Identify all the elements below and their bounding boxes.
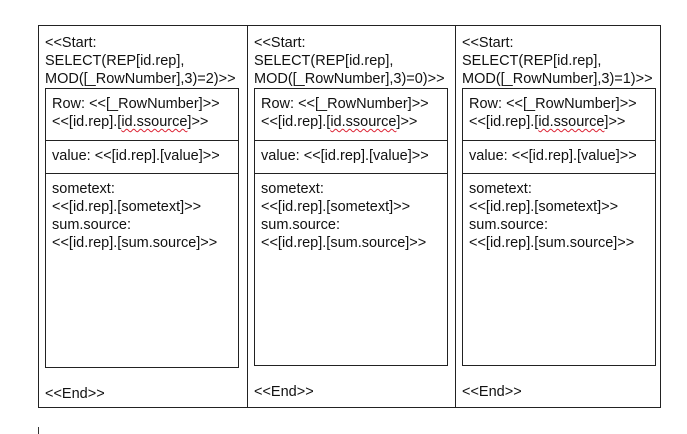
sum-source-value: <<[id.rep].[sum.source]>>: [52, 235, 218, 251]
id-ssource-suffix: ]>>: [396, 114, 418, 130]
id-ssource-text: <<[id.rep].[id.ssource]>>: [261, 113, 441, 131]
row-number-cell[interactable]: Row: <<[_RowNumber]>> <<[id.rep].[id.sso…: [46, 89, 238, 140]
row-number-text: Row: <<[_RowNumber]>>: [261, 96, 429, 112]
id-ssource-suffix: ]>>: [604, 114, 626, 130]
mod-condition-line: MOD([_RowNumber],3)=0)>>: [254, 71, 445, 87]
sometext-cell[interactable]: sometext: <<[id.rep].[sometext]>> sum.so…: [463, 173, 655, 365]
sometext-value: <<[id.rep].[sometext]>>: [52, 199, 202, 215]
row-number-text: Row: <<[_RowNumber]>>: [52, 96, 220, 112]
spellcheck-flagged-word[interactable]: id.ssource: [121, 114, 188, 130]
end-tag[interactable]: <<End>>: [45, 386, 105, 402]
id-ssource-suffix: ]>>: [187, 114, 209, 130]
text-cursor: [38, 427, 39, 434]
select-expression-line: SELECT(REP[id.rep],: [45, 53, 185, 69]
start-tag-block[interactable]: <<Start: SELECT(REP[id.rep], MOD([_RowNu…: [462, 34, 653, 88]
sum-source-value: <<[id.rep].[sum.source]>>: [261, 235, 427, 251]
table-column-2: <<Start: SELECT(REP[id.rep], MOD([_RowNu…: [247, 26, 455, 407]
select-expression-line: SELECT(REP[id.rep],: [462, 53, 602, 69]
id-ssource-text: <<[id.rep].[id.ssource]>>: [52, 113, 232, 131]
spellcheck-flagged-word[interactable]: id.ssource: [330, 114, 397, 130]
select-expression-line: SELECT(REP[id.rep],: [254, 53, 394, 69]
start-tag-block[interactable]: <<Start: SELECT(REP[id.rep], MOD([_RowNu…: [45, 34, 236, 88]
start-tag-line: <<Start:: [45, 35, 97, 51]
id-ssource-text: <<[id.rep].[id.ssource]>>: [469, 113, 649, 131]
sum-source-value: <<[id.rep].[sum.source]>>: [469, 235, 635, 251]
spellcheck-flagged-word[interactable]: id.ssource: [538, 114, 605, 130]
end-tag[interactable]: <<End>>: [254, 384, 314, 400]
table-column-3: <<Start: SELECT(REP[id.rep], MOD([_RowNu…: [455, 26, 662, 407]
table-column-1: <<Start: SELECT(REP[id.rep], MOD([_RowNu…: [39, 26, 247, 407]
inner-table: Row: <<[_RowNumber]>> <<[id.rep].[id.sso…: [462, 88, 656, 366]
sum-source-label: sum.source:: [469, 217, 548, 233]
outer-table: <<Start: SELECT(REP[id.rep], MOD([_RowNu…: [38, 25, 661, 408]
start-tag-line: <<Start:: [462, 35, 514, 51]
sometext-value: <<[id.rep].[sometext]>>: [261, 199, 411, 215]
mod-condition-line: MOD([_RowNumber],3)=1)>>: [462, 71, 653, 87]
sometext-cell[interactable]: sometext: <<[id.rep].[sometext]>> sum.so…: [255, 173, 447, 365]
value-text: value: <<[id.rep].[value]>>: [52, 148, 220, 164]
sometext-cell[interactable]: sometext: <<[id.rep].[sometext]>> sum.so…: [46, 173, 238, 367]
sum-source-label: sum.source:: [52, 217, 131, 233]
start-tag-line: <<Start:: [254, 35, 306, 51]
row-number-text: Row: <<[_RowNumber]>>: [469, 96, 637, 112]
sometext-label: sometext:: [261, 181, 324, 197]
sometext-label: sometext:: [469, 181, 532, 197]
value-cell[interactable]: value: <<[id.rep].[value]>>: [255, 140, 447, 173]
row-number-cell[interactable]: Row: <<[_RowNumber]>> <<[id.rep].[id.sso…: [255, 89, 447, 140]
inner-table: Row: <<[_RowNumber]>> <<[id.rep].[id.sso…: [45, 88, 239, 368]
row-number-cell[interactable]: Row: <<[_RowNumber]>> <<[id.rep].[id.sso…: [463, 89, 655, 140]
value-text: value: <<[id.rep].[value]>>: [261, 148, 429, 164]
mod-condition-line: MOD([_RowNumber],3)=2)>>: [45, 71, 236, 87]
sum-source-label: sum.source:: [261, 217, 340, 233]
value-cell[interactable]: value: <<[id.rep].[value]>>: [46, 140, 238, 173]
sometext-value: <<[id.rep].[sometext]>>: [469, 199, 619, 215]
id-ssource-prefix: <<[id.rep].[: [469, 114, 539, 130]
sometext-label: sometext:: [52, 181, 115, 197]
start-tag-block[interactable]: <<Start: SELECT(REP[id.rep], MOD([_RowNu…: [254, 34, 445, 88]
value-cell[interactable]: value: <<[id.rep].[value]>>: [463, 140, 655, 173]
inner-table: Row: <<[_RowNumber]>> <<[id.rep].[id.sso…: [254, 88, 448, 366]
id-ssource-prefix: <<[id.rep].[: [261, 114, 331, 130]
id-ssource-prefix: <<[id.rep].[: [52, 114, 122, 130]
value-text: value: <<[id.rep].[value]>>: [469, 148, 637, 164]
end-tag[interactable]: <<End>>: [462, 384, 522, 400]
